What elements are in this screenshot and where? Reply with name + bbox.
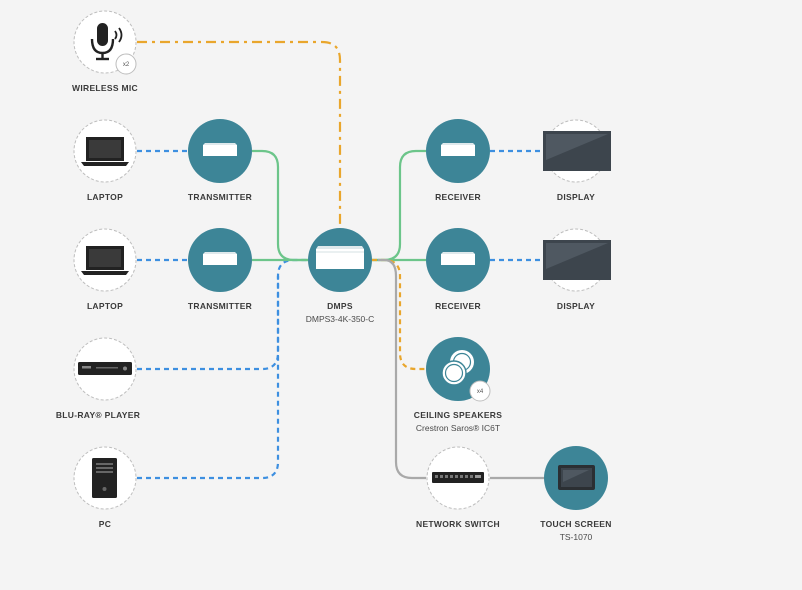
display-2-label: DISPLAY (557, 301, 595, 311)
node-network-switch[interactable]: NETWORK SWITCH (416, 446, 500, 529)
quantity-badge (115, 53, 137, 75)
wireless-mic-label: WIRELESS MIC (72, 83, 138, 93)
network-switch-label: NETWORK SWITCH (416, 519, 500, 529)
transmitter1-to-dmps-connector (252, 149, 308, 262)
transmitter-icon (203, 143, 237, 156)
display-icon (543, 131, 611, 171)
laptop-icon (81, 137, 129, 166)
transmitter-1-label: TRANSMITTER (188, 192, 252, 202)
mic-to-dmps-connector (137, 40, 342, 228)
network-switch-icon (432, 472, 484, 483)
ceiling-speakers-model-label: Crestron Saros® IC6T (416, 423, 500, 433)
ceiling-speaker-icon (441, 350, 474, 386)
receiver-1-label: RECEIVER (435, 192, 481, 202)
microphone-icon (90, 23, 123, 61)
node-transmitter-1[interactable]: TRANSMITTER (188, 119, 252, 202)
touch-screen-icon (558, 465, 595, 490)
pc-tower-icon (92, 458, 117, 498)
node-receiver-1[interactable]: RECEIVER (426, 119, 490, 202)
node-pc[interactable]: PC (73, 446, 137, 529)
touch-screen-model-label: TS-1070 (560, 532, 593, 542)
node-transmitter-2[interactable]: TRANSMITTER (188, 228, 252, 311)
node-receiver-2[interactable]: RECEIVER (426, 228, 490, 311)
laptop-2-label: LAPTOP (87, 301, 123, 311)
node-bluray-player[interactable]: BLU-RAY® PLAYER (56, 337, 140, 420)
transmitter-2-label: TRANSMITTER (188, 301, 252, 311)
dmps-model-label: DMPS3-4K-350-C (306, 314, 375, 324)
dmps-to-switch-connector (378, 258, 426, 480)
transmitter-icon (203, 252, 237, 265)
ceiling-speakers-label: CEILING SPEAKERS (414, 410, 502, 420)
mic-quantity-badge-text: x2 (123, 62, 130, 68)
node-touch-screen[interactable]: TOUCH SCREEN TS-1070 (540, 446, 611, 542)
dmps-unit-icon (316, 246, 364, 269)
node-ceiling-speakers[interactable]: x4 CEILING SPEAKERS Crestron Saros® IC6T (414, 337, 502, 433)
node-wireless-mic[interactable]: x2 WIRELESS MIC (72, 10, 138, 93)
dmps-to-receiver1-connector (372, 149, 426, 262)
laptop-1-label: LAPTOP (87, 192, 123, 202)
connectors (137, 40, 545, 480)
node-laptop-2[interactable]: LAPTOP (73, 228, 137, 311)
quantity-badge (469, 380, 491, 402)
node-display-2[interactable]: DISPLAY (543, 228, 611, 311)
receiver-2-label: RECEIVER (435, 301, 481, 311)
receiver-icon (441, 252, 475, 265)
bluray-player-icon (78, 362, 132, 375)
node-laptop-1[interactable]: LAPTOP (73, 119, 137, 202)
node-dmps[interactable]: DMPS DMPS3-4K-350-C (306, 228, 375, 324)
dmps-to-speakers-connector (372, 258, 426, 371)
node-display-1[interactable]: DISPLAY (543, 119, 611, 202)
pc-label: PC (99, 519, 111, 529)
display-1-label: DISPLAY (557, 192, 595, 202)
touch-screen-label: TOUCH SCREEN (540, 519, 611, 529)
dmps-label: DMPS (327, 301, 353, 311)
display-icon (543, 240, 611, 280)
speakers-quantity-badge-text: x4 (477, 389, 484, 395)
laptop-icon (81, 246, 129, 275)
pc-to-dmps-connector (137, 276, 280, 480)
bluray-player-label: BLU-RAY® PLAYER (56, 410, 140, 420)
receiver-icon (441, 143, 475, 156)
